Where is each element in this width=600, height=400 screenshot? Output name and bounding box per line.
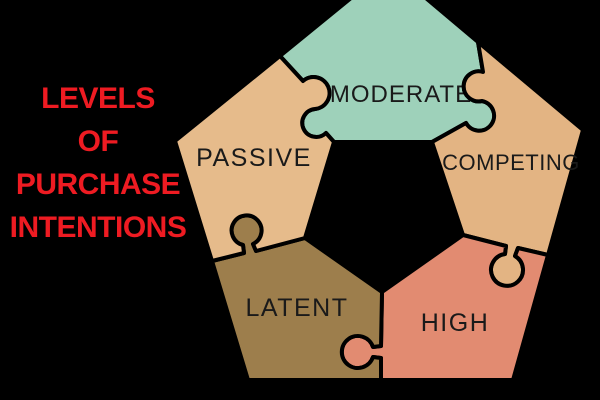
title-line-4: INTENTIONS (9, 211, 187, 244)
latent-label: LATENT (246, 294, 349, 322)
puzzle-piece-moderate: MODERATE (278, 0, 497, 144)
moderate-label: MODERATE (330, 81, 472, 108)
title-line-3: PURCHASE (15, 168, 181, 201)
title-line-2: OF (77, 125, 119, 158)
passive-label: PASSIVE (196, 144, 312, 172)
moderate-piece-shape (278, 0, 497, 144)
puzzle-piece-passive: PASSIVE (173, 54, 336, 263)
high-label: HIGH (421, 309, 490, 337)
title-line-1: LEVELS (41, 82, 155, 115)
page-title: LEVELS OF PURCHASE INTENTIONS (0, 77, 196, 249)
passive-piece-shape (173, 54, 336, 263)
competing-label: COMPETING (442, 150, 580, 175)
